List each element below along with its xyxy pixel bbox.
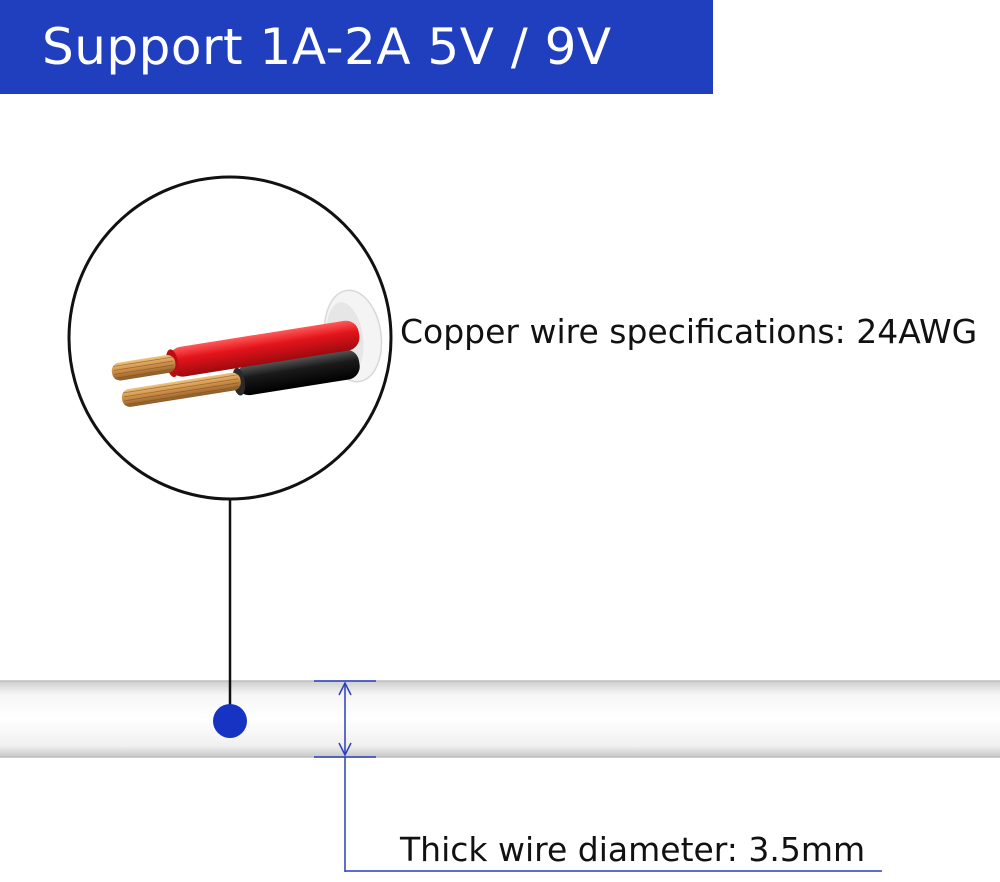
cable	[0, 680, 1000, 758]
marker-dot	[213, 704, 247, 738]
magnifier-circle	[67, 175, 393, 501]
diameter-spec-label: Thick wire diameter: 3.5mm	[400, 830, 866, 869]
copper-spec-label: Copper wire specifications: 24AWG	[400, 312, 978, 351]
title-banner: Support 1A-2A 5V / 9V	[0, 0, 713, 94]
dimension-arrows	[314, 680, 882, 872]
banner-title: Support 1A-2A 5V / 9V	[42, 18, 612, 76]
wire-cross-section	[111, 289, 383, 407]
